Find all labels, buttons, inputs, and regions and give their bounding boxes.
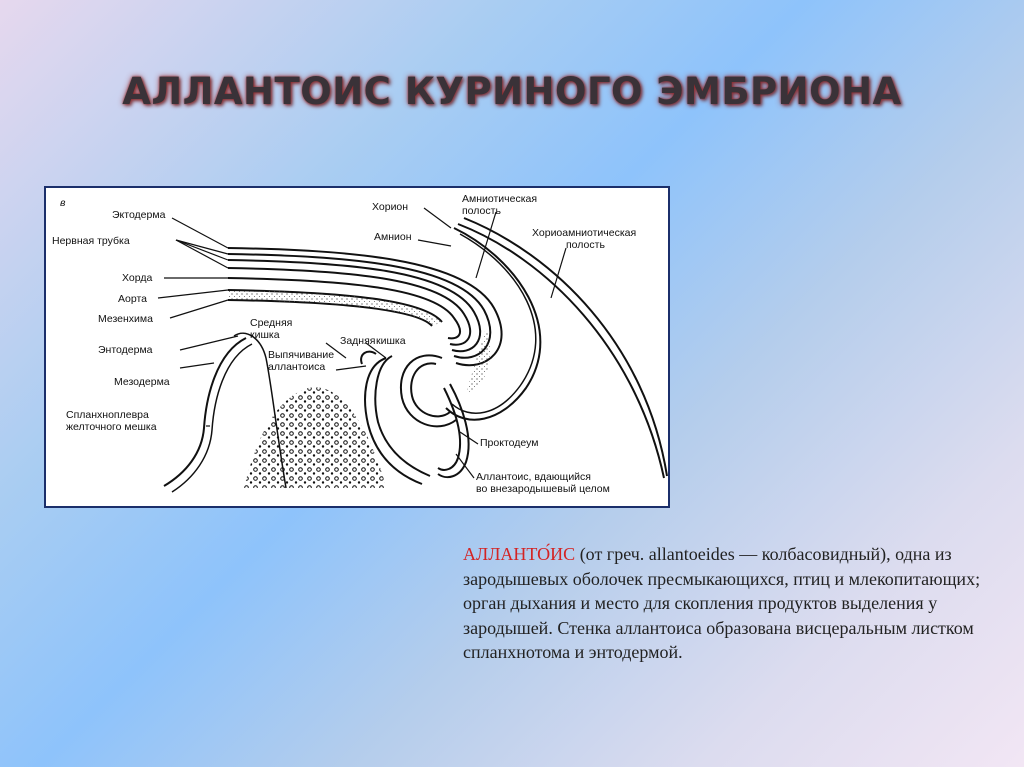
definition-text: (от греч. allantoeides — колбасовидный),… <box>463 544 981 662</box>
label-amniotic-cavity-2: полость <box>462 205 501 217</box>
label-splanchnopleure-2: желточного мешка <box>66 421 157 433</box>
label-hindgut-2: кишка <box>376 335 406 347</box>
label-midgut-2: кишка <box>250 329 280 341</box>
label-allantois-coelom-2: во внезародышевый целом <box>476 483 610 495</box>
label-endoderm: Энтодерма <box>98 344 153 356</box>
amnion-fold <box>445 227 542 421</box>
allantois-loops <box>360 350 470 485</box>
label-hindgut-1: Задняя <box>340 335 375 347</box>
splanchnopleure-line <box>163 337 247 487</box>
label-chorda: Хорда <box>122 272 152 284</box>
mesenchyme-band <box>228 290 442 326</box>
label-splanchnopleure-1: Спланхноплевра <box>66 409 149 421</box>
slide-title: АЛЛАНТОИС КУРИНОГО ЭМБРИОНА <box>122 70 902 113</box>
label-allantois-bulge-2: аллантоиса <box>268 361 325 373</box>
splanchnopleure-line-2 <box>171 343 253 493</box>
embryo-diagram: в <box>44 186 670 508</box>
label-chorion: Хорион <box>372 201 408 213</box>
chorion-line-2 <box>463 217 668 477</box>
label-neural-tube: Нервная трубка <box>52 235 130 247</box>
label-allantois-coelom-1: Аллантоис, вдающийся <box>476 471 591 483</box>
label-amnion: Амнион <box>374 231 412 243</box>
midgut-wall <box>233 332 287 489</box>
label-mesenchyme: Мезенхима <box>98 313 153 325</box>
label-chorioamniotic-cavity-2: полость <box>566 239 605 251</box>
label-aorta: Аорта <box>118 293 147 305</box>
label-mesoderm: Мезодерма <box>114 376 170 388</box>
definition-term: АЛЛАНТО́ИС <box>463 544 576 564</box>
label-chorioamniotic-cavity-1: Хориоамниотическая <box>532 227 636 239</box>
label-proctodeum: Проктодеум <box>480 437 538 449</box>
embryo-diagram-svg: в <box>52 193 668 495</box>
yolk-granules <box>244 387 386 488</box>
chorion-line <box>457 223 665 479</box>
definition-paragraph: АЛЛАНТО́ИС (от греч. allantoeides — колб… <box>463 542 983 665</box>
panel-letter: в <box>60 197 66 209</box>
label-midgut-1: Средняя <box>250 317 292 329</box>
amnion-fold-inner <box>451 233 537 414</box>
label-ectoderm: Эктодерма <box>112 209 166 221</box>
amniotic-fill <box>466 328 490 393</box>
leader-lines <box>157 207 567 479</box>
label-allantois-bulge-1: Выпячивание <box>268 349 334 361</box>
label-amniotic-cavity-1: Амниотическая <box>462 193 537 205</box>
